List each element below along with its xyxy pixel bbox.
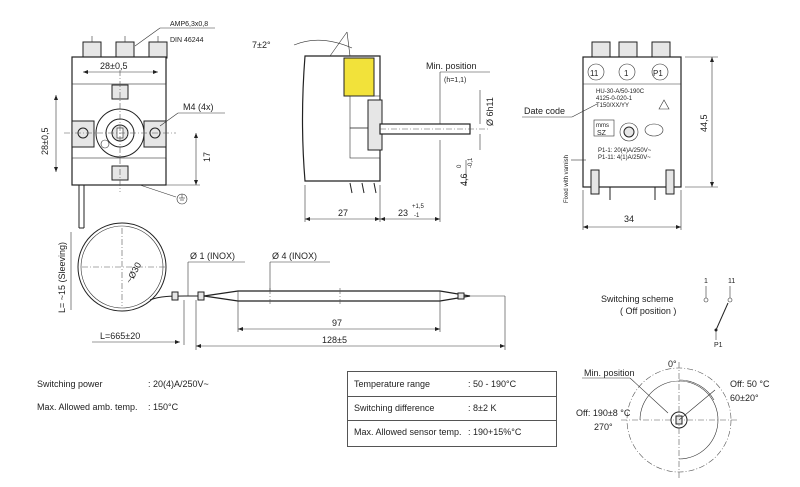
dial-angle-60-label: 60±20° <box>730 393 759 403</box>
dim-23-tol-bot: -1 <box>414 213 420 219</box>
terminal-circle <box>618 63 636 81</box>
dim-width-label: 28±0,5 <box>100 61 127 71</box>
table-row: Temperature range : 50 - 190°C <box>348 372 556 397</box>
table-cell-label: Max. Allowed sensor temp. <box>354 427 462 437</box>
dia-4-label: Ø 4 (INOX) <box>272 251 317 261</box>
dim-23-tol-top: +1,5 <box>412 204 425 210</box>
rear-view: 11 1 P1 HU-30-A/50-190C 4125-0-020-1 T15… <box>522 41 718 230</box>
table-cell-label: Temperature range <box>354 379 431 389</box>
table-cell-value: : 50 - 190°C <box>468 379 517 389</box>
dial-off-50-label: Off: 50 °C <box>730 379 770 389</box>
dial-off-190-label: Off: 190±8 °C <box>576 408 631 418</box>
ambient-temp-value: : 150°C <box>148 402 179 412</box>
spec-table: Temperature range : 50 - 190°C Switching… <box>347 371 557 447</box>
table-cell-label: Switching difference <box>354 403 435 413</box>
sleeving-label: L= ~15 (Sleeving) <box>57 242 67 313</box>
varnish-label: Fixed with varnish <box>564 155 570 203</box>
dim-27-label: 27 <box>338 208 348 218</box>
rating-line-2: P1-11: 4(1)A/250V~ <box>598 155 651 161</box>
terminal-connector <box>115 41 135 59</box>
switching-scheme: Switching scheme ( Off position ) 1 11 P… <box>601 278 735 349</box>
dim-17-label: 17 <box>202 152 212 162</box>
rating-line-1: P1-1: 20(4)A/250V~ <box>598 148 652 154</box>
dim-46-label: 4,6 <box>459 173 469 186</box>
terminal-connector <box>82 41 102 59</box>
switch-contact <box>715 302 729 331</box>
terminal-circle <box>651 63 669 81</box>
table-cell-value: : 190+15%°C <box>468 427 522 437</box>
capillary-coil <box>77 222 167 312</box>
scheme-terminal-1: 1 <box>704 278 708 285</box>
sensor-bulb <box>203 290 471 302</box>
dial-zero-label: 0° <box>668 359 677 369</box>
capillary-view: ~Ø30 L= ~15 (Sleeving) Ø 1 (INOX) Ø 4 (I… <box>57 185 506 350</box>
ambient-temp-label: Max. Allowed amb. temp. <box>37 402 138 412</box>
date-code-label: Date code <box>524 106 565 116</box>
model-line-3: T150/XX/YY <box>596 103 629 109</box>
dia-1-label: Ø 1 (INOX) <box>190 251 235 261</box>
side-view: 7±2° Min. position (h=1,1) Ø 6h11 4,6 0 … <box>252 31 495 222</box>
terminal-11-label: 11 <box>590 69 599 78</box>
dim-128-label: 128±5 <box>322 335 347 345</box>
warning-icon <box>658 99 670 110</box>
angle-label: 7±2° <box>252 40 271 50</box>
switching-scheme-subtitle: ( Off position ) <box>620 306 676 316</box>
connector-standard: DIN 46244 <box>170 37 204 44</box>
front-view: AMP6,3x0,8 DIN 46244 28±0,5 28±0,5 <box>40 21 225 205</box>
table-row: Max. Allowed sensor temp. : 190+15%°C <box>348 420 556 444</box>
adjustment-screw <box>623 126 635 138</box>
scheme-terminal-11: 11 <box>728 278 735 285</box>
model-line-2: 4125-0-020-1 <box>596 96 633 102</box>
dial-center <box>670 411 688 429</box>
table-cell-value: : 8±2 K <box>468 403 497 413</box>
sz-label: SZ <box>597 130 607 137</box>
dial-diagram: Min. position 0° Off: 50 °C 60±20° Off: … <box>576 359 770 478</box>
screw-label: M4 (4x) <box>183 102 214 112</box>
adjustment-cam <box>343 57 375 97</box>
dim-height-label: 28±0,5 <box>40 128 50 155</box>
switching-scheme-title: Switching scheme <box>601 294 674 304</box>
dial-angle-270-label: 270° <box>594 422 613 432</box>
scheme-terminal-p1: P1 <box>714 342 723 349</box>
model-line-1: HU-30-A/50-190C <box>596 89 645 95</box>
switching-power-value: : 20(4)A/250V~ <box>148 379 209 389</box>
dim-34-label: 34 <box>624 214 634 224</box>
dim-46-tol-top: 0 <box>457 164 463 168</box>
length-label: L=665±20 <box>100 331 140 341</box>
table-row: Switching difference : 8±2 K <box>348 396 556 421</box>
connector-spec: AMP6,3x0,8 <box>170 21 208 28</box>
switching-power-label: Switching power <box>37 379 103 389</box>
min-position-h-label: (h=1,1) <box>444 77 466 84</box>
dim-23-label: 23 <box>398 208 408 218</box>
approval-mark-icon <box>644 123 664 137</box>
min-position-label: Min. position <box>426 61 477 71</box>
terminal-circle <box>587 63 605 81</box>
dial-min-position-label: Min. position <box>584 368 635 378</box>
terminal-connector <box>148 41 168 59</box>
dim-445-label: 44,5 <box>699 114 709 132</box>
dim-46-tol-bot: -0,1 <box>468 157 474 168</box>
shaft-diameter-label: Ø 6h11 <box>485 97 495 126</box>
brand-label: mms <box>596 123 609 129</box>
dim-97-label: 97 <box>332 318 342 328</box>
coil-diameter-label: ~Ø30 <box>124 261 143 285</box>
terminal-p1-label: P1 <box>653 69 663 78</box>
terminal-1-label: 1 <box>624 69 629 78</box>
